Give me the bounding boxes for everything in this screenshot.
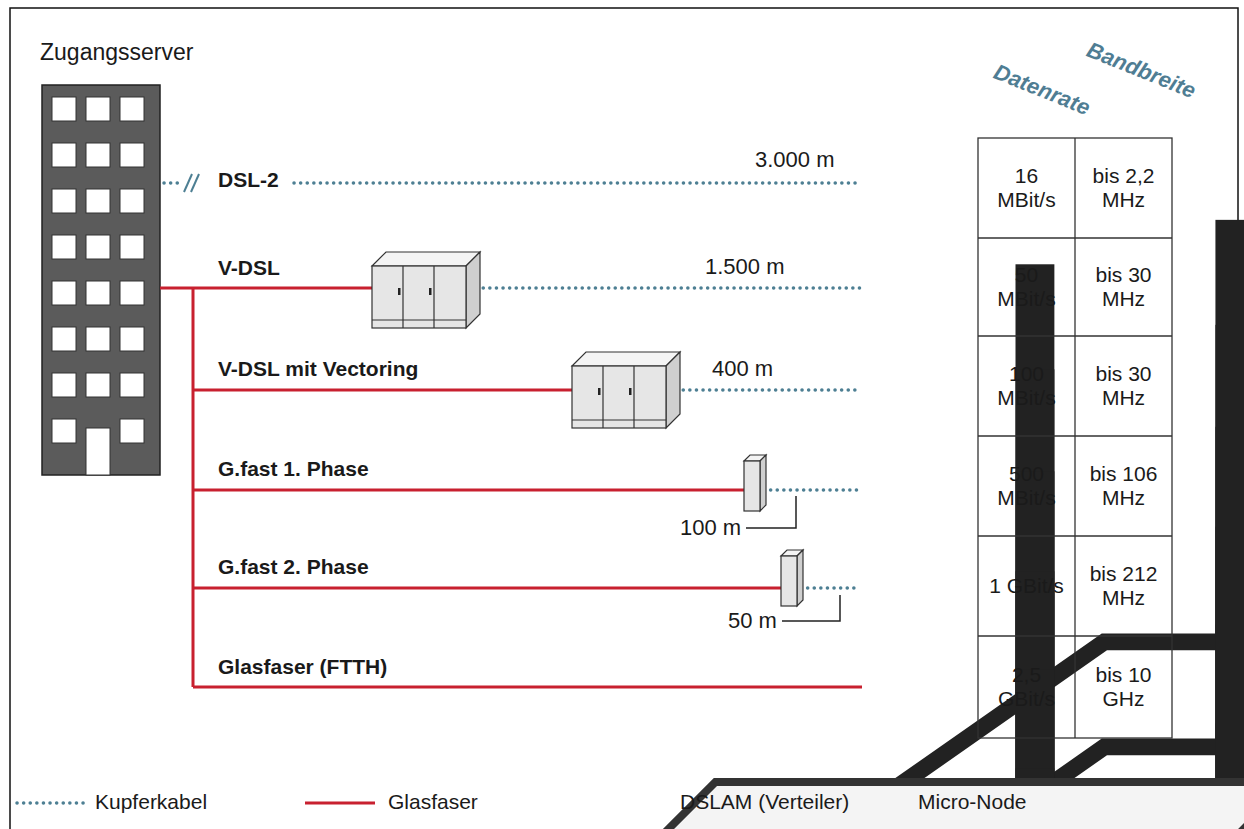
distance-label: 400 m (712, 356, 773, 381)
legend-text: Glasfaser (388, 790, 478, 814)
window (52, 419, 76, 443)
window (120, 143, 144, 167)
line-name: G.fast 1. Phase (218, 457, 369, 481)
window (86, 235, 110, 259)
window (86, 97, 110, 121)
window (120, 419, 144, 443)
table-cell: bis 10 GHz (1082, 663, 1166, 711)
window (52, 189, 76, 213)
window (120, 189, 144, 213)
distance-label: 3.000 m (755, 147, 835, 172)
window (86, 373, 110, 397)
micro-node-sample (1230, 782, 1244, 829)
window (120, 373, 144, 397)
table-cell: bis 2,2 MHz (1082, 164, 1166, 212)
line-name: Glasfaser (FTTH) (218, 655, 387, 679)
line-break-mark (184, 174, 199, 192)
window (120, 235, 144, 259)
copper-lines (164, 183, 860, 588)
line-name: V-DSL (218, 256, 280, 280)
line-name: G.fast 2. Phase (218, 555, 369, 579)
micro-node (744, 455, 766, 511)
table-cell: 2,5 GBit/s (985, 663, 1069, 711)
legend-text: Kupferkabel (95, 790, 207, 814)
window (86, 327, 110, 351)
window (52, 235, 76, 259)
window (52, 97, 76, 121)
window (120, 281, 144, 305)
window (52, 143, 76, 167)
table-cell: bis 30 MHz (1082, 362, 1166, 410)
window (120, 97, 144, 121)
table-cell: 1 GBit/s (985, 574, 1069, 598)
dslam-box (372, 252, 480, 328)
line-name: DSL-2 (218, 168, 279, 192)
window (86, 281, 110, 305)
server-heading: Zugangsserver (40, 39, 193, 66)
legend-samples (17, 782, 1244, 829)
window (52, 327, 76, 351)
micro-node (781, 550, 803, 606)
legend-text: Micro-Node (918, 790, 1027, 814)
leader-lines (746, 496, 840, 621)
copper-sample (17, 801, 85, 805)
window (86, 143, 110, 167)
table-cell: bis 106 MHz (1082, 462, 1166, 510)
table-cell: bis 212 MHz (1082, 562, 1166, 610)
table-cell: 500 MBit/s (985, 462, 1069, 510)
distance-label: 100 m (680, 515, 741, 540)
dslam-box (572, 352, 680, 428)
legend-text: DSLAM (Verteiler) (680, 790, 849, 814)
distance-label: 1.500 m (705, 254, 785, 279)
building (42, 85, 160, 475)
window (52, 373, 76, 397)
modem (882, 427, 1244, 829)
dslam-sample (623, 782, 1244, 829)
distance-label: 50 m (728, 608, 777, 633)
table-cell: 50 MBit/s (985, 263, 1069, 311)
window (86, 189, 110, 213)
line-name: V-DSL mit Vectoring (218, 357, 418, 381)
fibre-sample (305, 802, 375, 805)
fibre-lines (160, 288, 862, 687)
table-cell: 16 MBit/s (985, 164, 1069, 212)
access-server: Zugangsserver (42, 85, 160, 475)
table-cell: bis 30 MHz (1082, 263, 1166, 311)
table-cell: 100 MBit/s (985, 362, 1069, 410)
column-header: Datenrate (990, 59, 1094, 120)
column-header: Bandbreite (1083, 37, 1199, 104)
window (120, 327, 144, 351)
modem (882, 325, 1244, 829)
window (52, 281, 76, 305)
table-grid (978, 138, 1172, 738)
